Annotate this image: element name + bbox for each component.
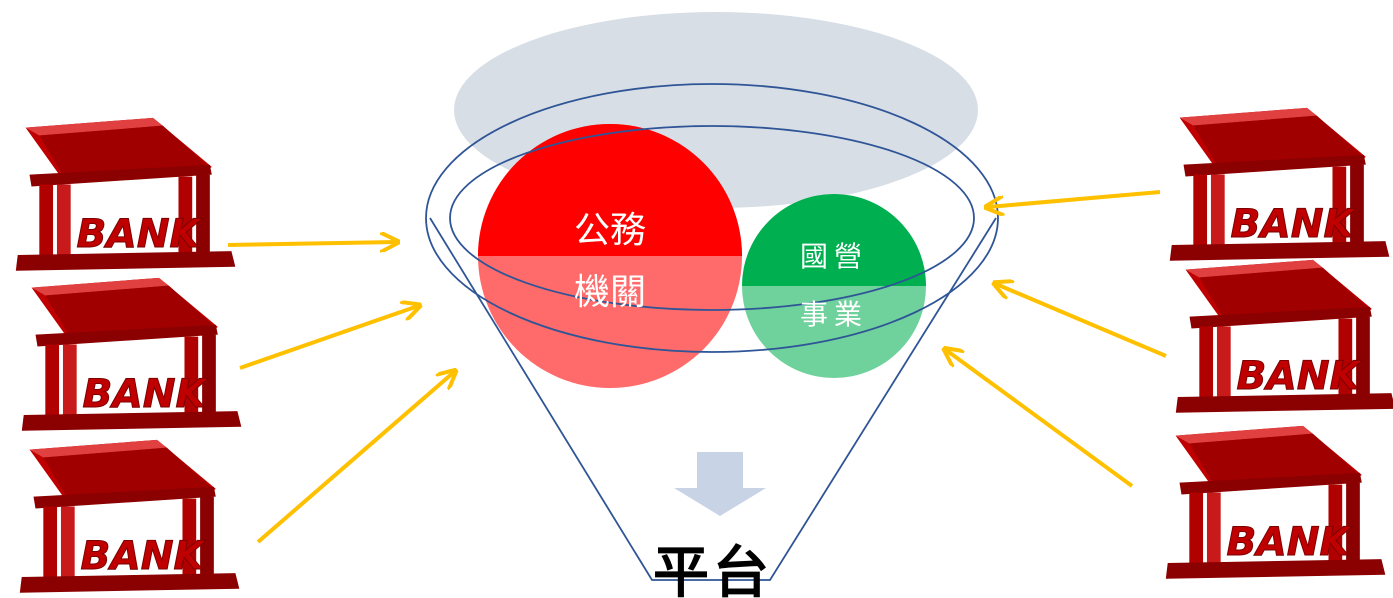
bank-label: BANK [81,534,207,579]
funnel-outline [429,217,997,581]
arrow-right-2-icon [996,284,1167,358]
bank-icon-left-1: BANK [15,117,236,271]
bank-label: BANK [1237,354,1363,399]
state-enterprise-label-line2: 事業 [800,298,868,331]
bank-label: BANK [83,372,209,417]
funnel-rim-outer [425,83,999,353]
platform-label: 平台 [653,540,773,598]
government-label-line2: 機關 [574,272,646,313]
bank-icon-right-3: BANK [1165,425,1386,579]
government-label-line1: 公務 [574,210,646,251]
arrow-right-1-icon [988,190,1161,207]
state-enterprise-label-line1: 國營 [800,240,868,273]
bank-label: BANK [77,212,203,257]
bank-label: BANK [1227,520,1353,565]
bank-icon-right-2: BANK [1175,259,1393,413]
bank-icon-left-2: BANK [21,277,242,431]
bank-icon-left-3: BANK [19,439,240,593]
arrow-down-icon [674,452,766,516]
state-enterprise-circle [742,194,926,378]
bank-icon-right-1: BANK [1169,107,1390,261]
arrow-left-3-icon [256,372,454,544]
arrow-left-2-icon [239,306,418,370]
government-circle [478,124,742,388]
bank-label: BANK [1231,202,1357,247]
arrow-right-3-icon [946,350,1134,488]
funnel-rim-inner [449,125,975,311]
arrow-left-1-icon [227,242,396,245]
